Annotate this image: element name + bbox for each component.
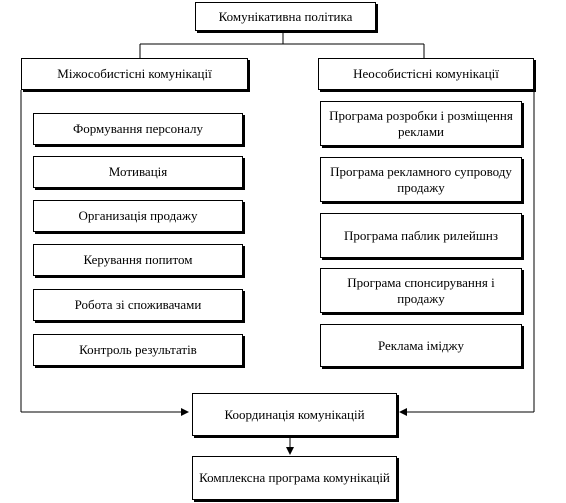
right-item-box: Програма спонсирування і продажу	[320, 268, 522, 313]
coordination-box: Координація комунікацій	[192, 393, 397, 436]
right-item-box: Реклама іміджу	[320, 324, 522, 367]
right-item-box: Програма паблик рилейшнз	[320, 213, 522, 258]
right-item-box: Програма розробки і розміщення реклами	[320, 101, 522, 146]
left-item-box: Мотивація	[33, 156, 243, 188]
left-item-box: Керування попитом	[33, 244, 243, 276]
right-item-box: Програма рекламного супроводу продажу	[320, 157, 522, 202]
left-item-box: Организація продажу	[33, 200, 243, 232]
right-branch-box: Неособистісні комунікації	[318, 58, 534, 90]
left-item-box: Робота зі споживачами	[33, 289, 243, 321]
final-program-box: Комплексна програма комунікацій	[192, 456, 397, 500]
left-item-box: Формування персоналу	[33, 113, 243, 145]
left-branch-box: Міжособистісні комунікації	[21, 58, 248, 90]
root-box: Комунікативна політика	[195, 2, 376, 31]
left-item-box: Контроль результатів	[33, 334, 243, 366]
